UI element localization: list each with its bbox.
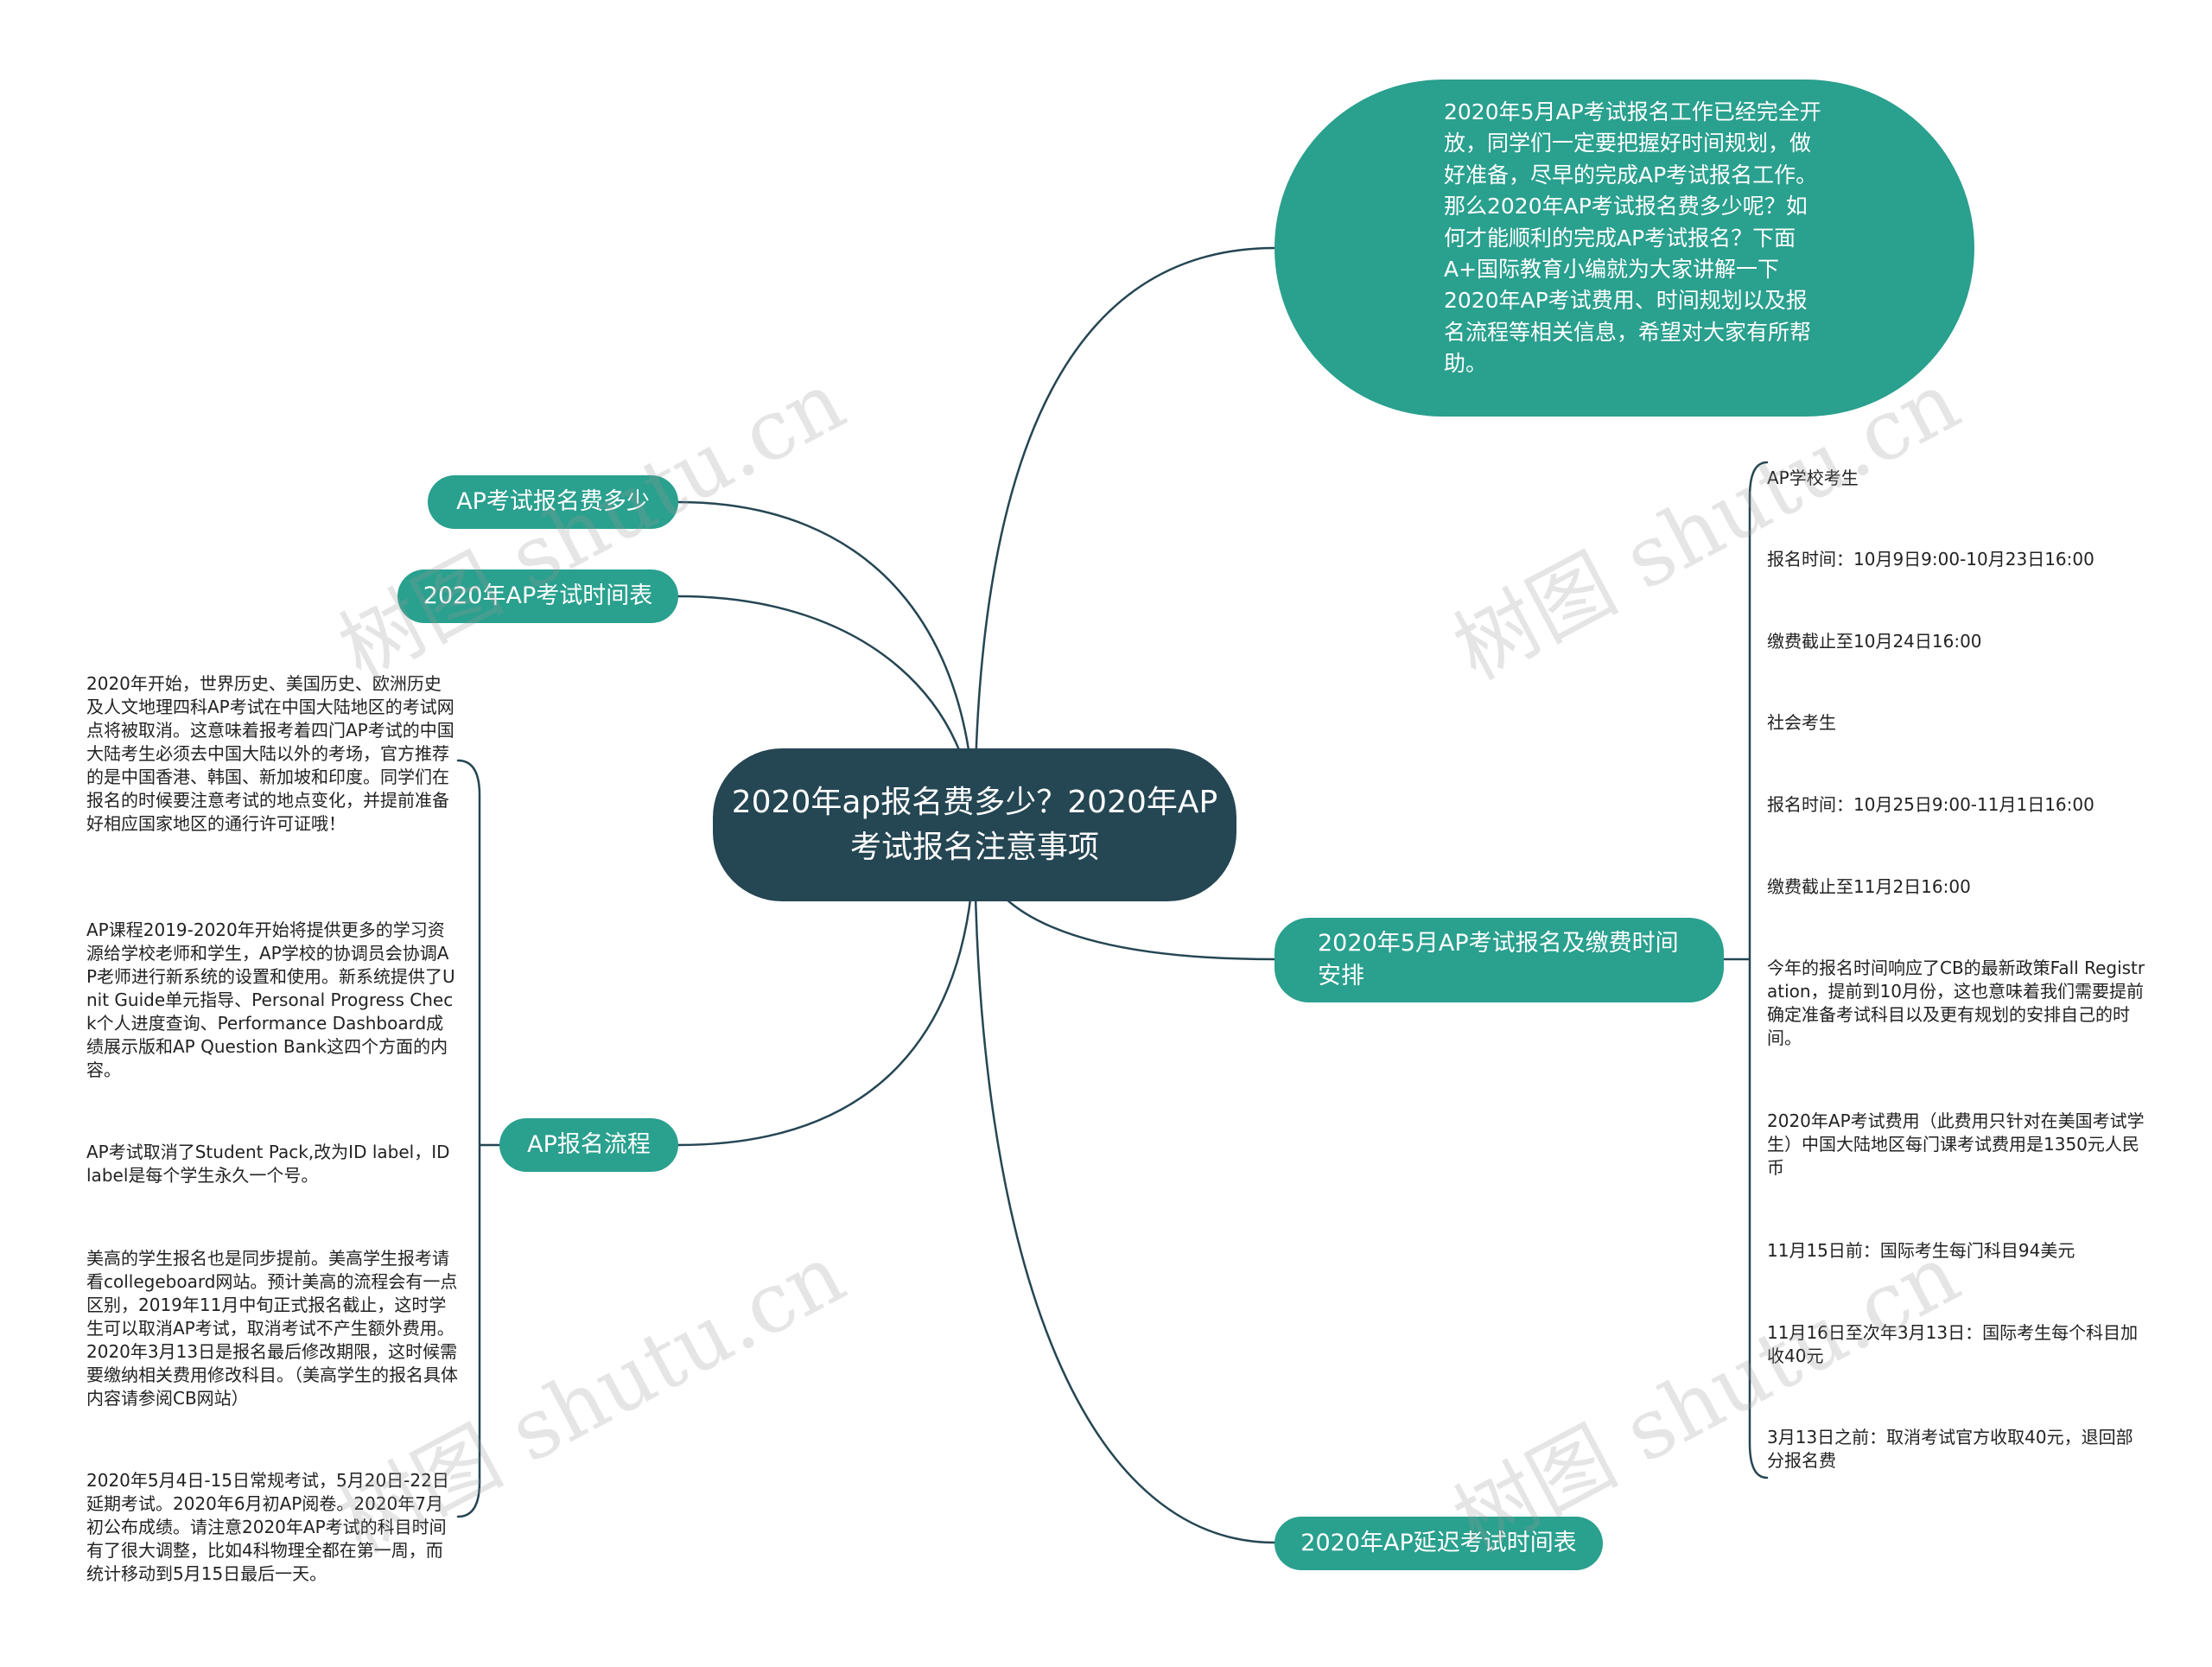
process-leaf-1: 2020年开始，世界历史、美国历史、欧洲历史及人文地理四科AP考试在中国大陆地区… [86, 673, 454, 834]
branch-fee-label: AP考试报名费多少 [456, 488, 650, 515]
registration-leaf-9: 11月15日前：国际考生每门科目94美元 [1767, 1240, 2075, 1261]
intro-text: 2020年5月AP考试报名工作已经完全开放，同学们一定要把握好时间规划，做好准备… [1444, 99, 1821, 377]
branch-schedule[interactable]: 2020年AP考试时间表 [397, 569, 678, 623]
registration-leaf-1: AP学校考生 [1767, 468, 1859, 488]
process-leaf-4: 美高的学生报名也是同步提前。美高学生报考请看collegeboard网站。预计美… [86, 1248, 458, 1409]
branch-schedule-label: 2020年AP考试时间表 [423, 582, 653, 609]
link-intro [973, 246, 1276, 831]
registration-leaf-5: 报名时间：10月25日9:00-11月1日16:00 [1767, 794, 2094, 815]
registration-leaf-4: 社会考生 [1767, 712, 1836, 733]
registration-leaf-6: 缴费截止至11月2日16:00 [1767, 876, 1971, 897]
branch-registration[interactable]: 2020年5月AP考试报名及缴费时间安排 [1274, 918, 1724, 1002]
registration-leaf-3: 缴费截止至10月24日16:00 [1767, 631, 1982, 652]
registration-leaf-8: 2020年AP考试费用（此费用只针对在美国考试学生）中国大陆地区每门课考试费用是… [1767, 1110, 2145, 1178]
registration-leaf-7: 今年的报名时间响应了CB的最新政策Fall Registration，提前到10… [1767, 958, 2145, 1048]
root-title: 2020年ap报名费多少？2020年AP考试报名注意事项 [731, 784, 1218, 865]
root-topic[interactable]: 2020年ap报名费多少？2020年AP考试报名注意事项 [713, 748, 1236, 901]
branch-fee[interactable]: AP考试报名费多少 [428, 475, 678, 529]
registration-leaf-11: 3月13日之前：取消考试官方收取40元，退回部分报名费 [1767, 1427, 2133, 1471]
branch-registration-label: 2020年5月AP考试报名及缴费时间安排 [1318, 930, 1679, 989]
bracket-registration [1722, 461, 1769, 1479]
registration-leaf-2: 报名时间：10月9日9:00-10月23日16:00 [1767, 549, 2094, 569]
branch-delay[interactable]: 2020年AP延迟考试时间表 [1274, 1517, 1603, 1570]
process-leaf-5: 2020年5月4日-15日常规考试，5月20日-22日延期考试。2020年6月初… [86, 1470, 449, 1584]
link-process [677, 828, 976, 1147]
process-leaf-3: AP考试取消了Student Pack,改为ID label，ID label是… [86, 1142, 450, 1186]
link-delay [973, 828, 1276, 1544]
branch-process-label: AP报名流程 [527, 1131, 651, 1158]
intro-bubble[interactable]: 2020年5月AP考试报名工作已经完全开放，同学们一定要把握好时间规划，做好准备… [1274, 80, 1974, 417]
branch-delay-label: 2020年AP延迟考试时间表 [1300, 1530, 1577, 1556]
process-leaf-2: AP课程2019-2020年开始将提供更多的学习资源给学校老师和学生，AP学校的… [86, 919, 455, 1080]
branch-process[interactable]: AP报名流程 [499, 1118, 678, 1172]
registration-leaf-10: 11月16日至次年3月13日：国际考生每个科目加收40元 [1767, 1322, 2139, 1366]
